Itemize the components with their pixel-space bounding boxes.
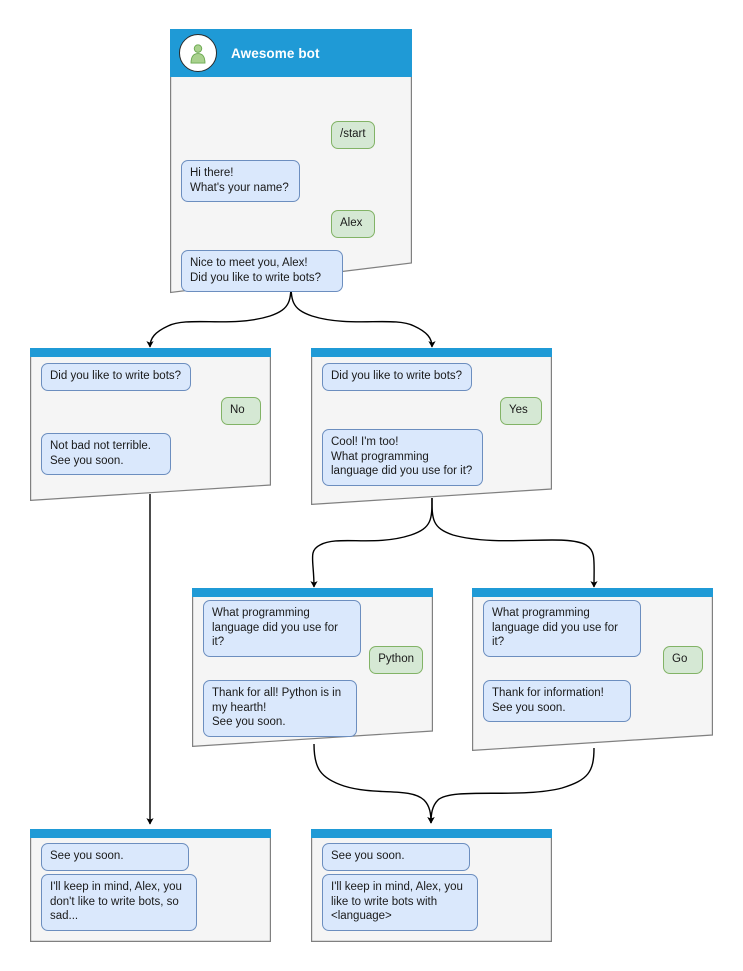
node-branch-python[interactable]: What programming language did you use fo… xyxy=(192,588,433,747)
chat-bubble-user[interactable]: Yes xyxy=(500,397,542,425)
chat-bubble-bot[interactable]: Not bad not terrible. See you soon. xyxy=(41,433,171,475)
chat-bubble-bot[interactable]: Did you like to write bots? xyxy=(41,363,191,391)
node-end-sad[interactable]: See you soon. I'll keep in mind, Alex, y… xyxy=(30,829,271,942)
node-branch-go[interactable]: What programming language did you use fo… xyxy=(472,588,713,751)
node-header-bar xyxy=(311,348,552,357)
chat-bubble-bot[interactable]: Thank for all! Python is in my hearth! S… xyxy=(203,680,357,737)
node-branch-no[interactable]: Did you like to write bots? No Not bad n… xyxy=(30,348,271,501)
edge-go-to-end-happy xyxy=(427,747,595,824)
node-end-happy[interactable]: See you soon. I'll keep in mind, Alex, y… xyxy=(311,829,552,942)
node-branch-yes[interactable]: Did you like to write bots? Yes Cool! I'… xyxy=(311,348,552,505)
node-header-bar xyxy=(192,588,433,597)
node-header-bar xyxy=(472,588,713,597)
chat-bubble-bot[interactable]: Cool! I'm too! What programming language… xyxy=(322,429,483,486)
chat-bubble-bot[interactable]: Nice to meet you, Alex! Did you like to … xyxy=(181,250,343,292)
node-root[interactable]: Awesome bot /start Hi there! What's your… xyxy=(170,29,412,294)
root-header-bar: Awesome bot xyxy=(170,29,412,77)
chat-bubble-bot[interactable]: What programming language did you use fo… xyxy=(483,600,641,657)
chat-bubble-bot[interactable]: What programming language did you use fo… xyxy=(203,600,361,657)
node-header-bar xyxy=(30,829,271,838)
chat-bubble-user[interactable]: Go xyxy=(663,646,703,674)
chat-bubble-bot[interactable]: Did you like to write bots? xyxy=(322,363,472,391)
chat-bubble-user[interactable]: Alex xyxy=(331,210,375,238)
chat-bubble-user[interactable]: Python xyxy=(369,646,423,674)
chat-bubble-bot[interactable]: See you soon. xyxy=(41,843,189,871)
chat-bubble-user[interactable]: /start xyxy=(331,121,375,149)
node-header-bar xyxy=(30,348,271,357)
chat-bubble-bot[interactable]: I'll keep in mind, Alex, you like to wri… xyxy=(322,874,478,931)
chat-bubble-bot[interactable]: I'll keep in mind, Alex, you don't like … xyxy=(41,874,197,931)
bot-name-label: Awesome bot xyxy=(231,45,320,61)
chat-bubble-bot[interactable]: See you soon. xyxy=(322,843,470,871)
edge-python-to-end-happy xyxy=(313,743,435,824)
chat-bubble-bot[interactable]: Hi there! What's your name? xyxy=(181,160,300,202)
node-header-bar xyxy=(311,829,552,838)
chat-bubble-user[interactable]: No xyxy=(221,397,261,425)
person-avatar-icon xyxy=(179,34,217,72)
edge-yes-to-python xyxy=(310,497,433,588)
chat-bubble-bot[interactable]: Thank for information! See you soon. xyxy=(483,680,631,722)
edge-yes-to-go xyxy=(431,497,598,588)
